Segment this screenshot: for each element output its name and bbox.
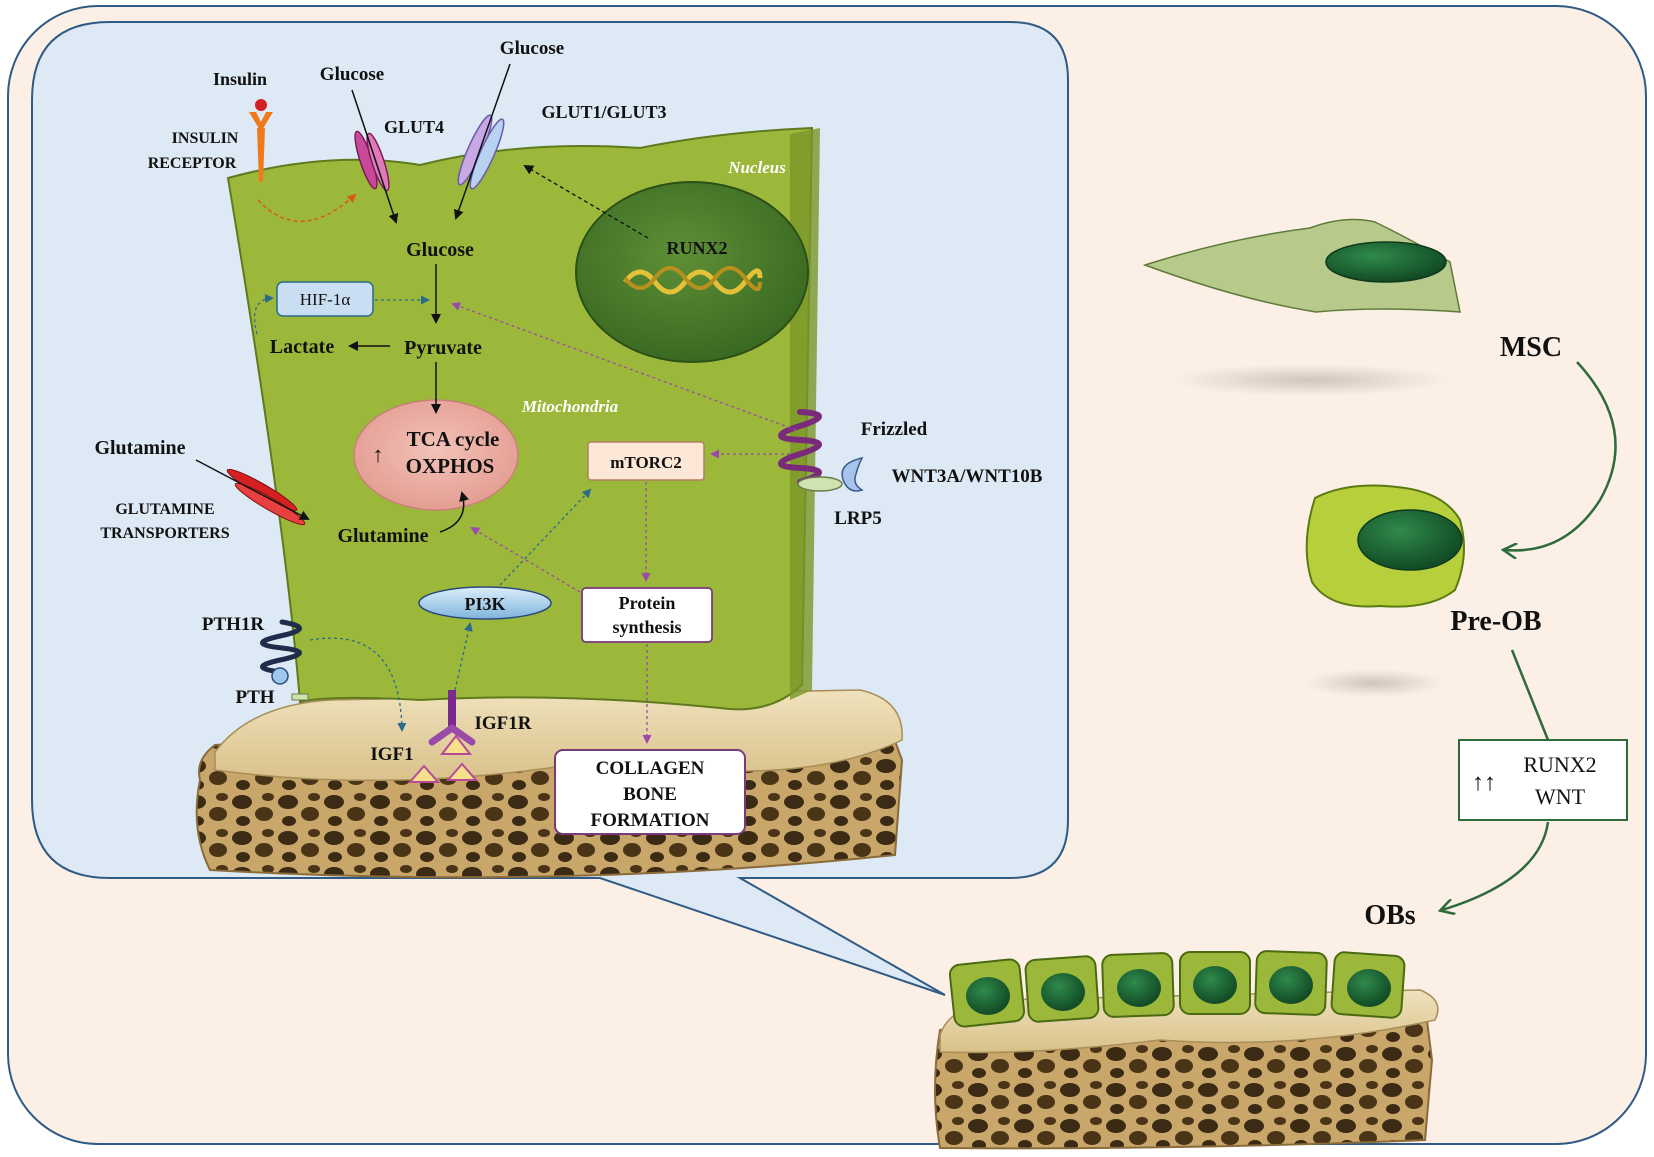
preob-shadow: [1304, 669, 1444, 697]
insulin-receptor-icon: [249, 99, 273, 182]
glutamine-transporters-label-2: TRANSPORTERS: [100, 525, 229, 542]
igf1r-label: IGF1R: [475, 713, 532, 734]
pi3k-label: PI3K: [464, 594, 505, 614]
frizzled-label: Frizzled: [861, 419, 928, 440]
pth-label: PTH: [235, 687, 274, 708]
pi3k-node: [418, 586, 552, 620]
protein-to-glutamine-arrow: [470, 526, 581, 593]
bone-matrix: [195, 689, 904, 879]
protein-synthesis-box: [581, 587, 713, 643]
pth1r-label: PTH1R: [202, 614, 265, 635]
lactate-label: Lactate: [270, 336, 335, 358]
collagen-label-1: COLLAGEN: [596, 758, 705, 779]
msc-to-preob-arrow: [1505, 361, 1617, 550]
glut1-glut3-transporter-icon: [457, 114, 505, 190]
pth-ligand-icon: [271, 667, 289, 685]
glucose-glut13-arrow: [453, 63, 511, 220]
mtorc2-box: [587, 441, 705, 481]
runx2-wnt-up-arrows-icon: ↑↑: [1472, 770, 1496, 796]
preob-label: Pre-OB: [1450, 606, 1541, 637]
insulin-label: Insulin: [213, 69, 267, 89]
glucose-glut4-label: Glucose: [320, 64, 384, 85]
protein-label-2: synthesis: [612, 617, 681, 637]
preob-to-box-line: [1510, 649, 1550, 741]
glucose-glut13-label: Glucose: [500, 38, 564, 59]
igf1r-receptor-icon: [428, 690, 476, 746]
oxphos-label: OXPHOS: [406, 454, 495, 478]
glut1-glut3-label: GLUT1/GLUT3: [541, 102, 666, 122]
hif1a-box: [276, 281, 374, 317]
glutamine-transport-arrow: [195, 459, 310, 520]
igf1r-to-pi3k-arrow: [454, 622, 473, 691]
wnt-label: WNT3A/WNT10B: [892, 466, 1043, 487]
runx2-nucleus-label: RUNX2: [667, 238, 728, 258]
insulin-to-glut4-arrow: [257, 193, 357, 222]
hif1a-label: HIF-1α: [300, 290, 351, 309]
osteoblast-6: [1330, 951, 1406, 1019]
wnt-to-glycolysis-arrow: [451, 302, 797, 431]
osteoblast-row: [948, 950, 1406, 1028]
pth1r-anchor: [291, 693, 309, 701]
collagen-label-3: FORMATION: [591, 810, 710, 831]
box-to-obs-arrow: [1442, 821, 1550, 910]
glutamine-transporters-label-1: GLUTAMINE: [115, 501, 214, 518]
insulin-receptor-label-2: RECEPTOR: [148, 155, 237, 172]
osteoblast-5: [1254, 950, 1328, 1016]
osteoblast-3: [1101, 952, 1175, 1018]
msc-label: MSC: [1500, 332, 1562, 363]
frizzled-receptor-icon: [778, 409, 822, 485]
glut4-label: GLUT4: [384, 117, 444, 137]
igf1-ligand-icons: [407, 734, 479, 783]
dna-helix-icon: [623, 266, 763, 295]
glucose-inside-label: Glucose: [406, 239, 474, 261]
pi3k-to-mtorc2-arrow: [499, 488, 592, 586]
tca-cycle-label: TCA cycle: [407, 427, 500, 451]
lrp5-label: LRP5: [834, 508, 882, 529]
msc-shadow: [1170, 364, 1450, 396]
insulin-receptor-label-1: INSULIN: [172, 130, 239, 147]
pth1r-receptor-icon: [260, 619, 302, 675]
osteoblast-1: [948, 958, 1026, 1028]
glucose-glut4-arrow: [351, 89, 399, 224]
tca-up-arrow-icon: ↑: [373, 442, 384, 467]
wnt-box-label: WNT: [1535, 784, 1586, 809]
preob-nucleus: [1357, 509, 1463, 571]
glutamine-transporter-icon: [226, 468, 306, 526]
msc-nucleus: [1325, 241, 1447, 283]
mitochondria-label: Mitochondria: [521, 397, 619, 416]
wnt-ligand-icon: [841, 456, 864, 492]
obs-label: OBs: [1364, 900, 1415, 931]
glutamine-inside-label: Glutamine: [337, 525, 428, 547]
collagen-label-2: BONE: [623, 784, 677, 805]
pth1r-to-igf1-arrow: [309, 637, 407, 732]
protein-label-1: Protein: [619, 593, 676, 613]
mtorc2-label: mTORC2: [610, 453, 681, 472]
pyruvate-label: Pyruvate: [404, 337, 482, 359]
lactate-to-hif1a-arrow: [253, 294, 274, 335]
nucleus-label: Nucleus: [727, 158, 786, 177]
glut4-transporter-icon: [354, 130, 390, 192]
osteoblast-2: [1024, 955, 1100, 1023]
igf1-label: IGF1: [370, 744, 413, 765]
runx2-wnt-box: [1458, 739, 1628, 821]
glutamine-outside-label: Glutamine: [94, 437, 185, 459]
lrp5-receptor-icon: [797, 476, 843, 492]
runx2-box-label: RUNX2: [1523, 752, 1596, 777]
collagen-bone-formation-box: [554, 749, 746, 835]
glutamine-to-tca-arrow: [439, 491, 469, 533]
runx2-to-glut-arrow: [523, 164, 649, 239]
osteoblast-4: [1179, 951, 1251, 1015]
